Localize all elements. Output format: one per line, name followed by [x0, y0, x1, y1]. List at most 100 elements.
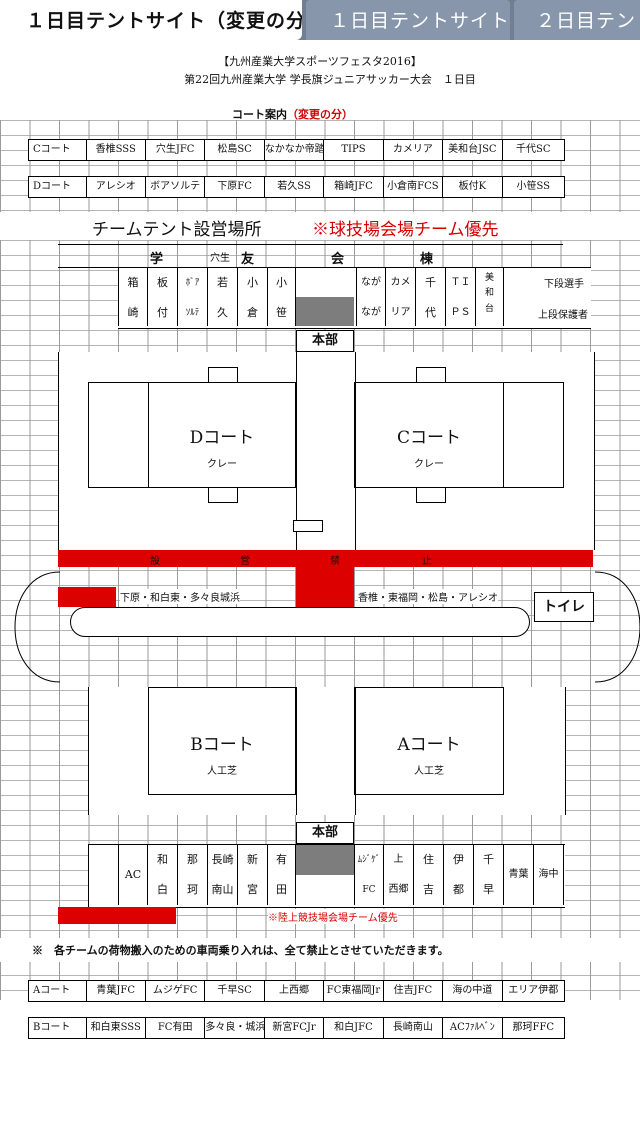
tab-day2[interactable]: ２日目テントサイト [514, 0, 640, 40]
reserved-red-center [296, 567, 354, 607]
tab-bar: １日目テントサイト（変更の分） １日目テントサイト ２日目テントサイト [0, 0, 640, 40]
court-b-team: ACﾌｧﾙﾍﾞﾝ [443, 1018, 503, 1038]
goal-d-bottom [208, 488, 238, 503]
court-c-team: 香椎SSS [87, 140, 146, 160]
court-d-team: 小倉南FCS [384, 177, 444, 197]
court-a-field: Aコート 人工芝 [354, 687, 504, 795]
goal-c [416, 367, 446, 382]
track-area [0, 567, 640, 687]
tent-slot: 海中 [534, 845, 564, 905]
court-a-team: 青葉JFC [87, 981, 146, 1001]
tent-slot-miwadai: 美和台 [476, 268, 504, 326]
court-a-team: 千早SC [205, 981, 265, 1001]
building-char: 友 [241, 252, 255, 267]
no-setup-char: 設 [150, 556, 160, 567]
court-a-team: エリア伊都 [508, 985, 559, 996]
notice-band [0, 938, 640, 962]
building-char: 会 [331, 252, 345, 267]
court-c-team: なかなか帝踏 [265, 140, 325, 160]
athletics-track [14, 571, 640, 683]
tent-priority-note: ※球技場会場チーム優先 [312, 220, 499, 240]
reserved-gray-block [296, 845, 354, 875]
building-char: 棟 [420, 252, 434, 267]
tent-slot: 青葉 [504, 845, 534, 905]
court-d-label: Dコート [29, 177, 87, 197]
tent-slot: カメリア [386, 268, 416, 326]
court-d-table: Dコート アレシオ ボアソルテ 下原FC 若久SS 箱崎JFC 小倉南FCS 板… [28, 176, 565, 198]
court-d-team: 若久SS [265, 177, 325, 197]
tent-slot: 和白 [148, 845, 178, 905]
court-c-team: 千代SC [516, 144, 551, 155]
court-b-team: 和白東SSS [87, 1018, 146, 1038]
court-b-team: 那珂FFC [512, 1022, 555, 1033]
tent-slot: AC [118, 845, 148, 905]
toilet: トイレ [534, 592, 594, 622]
legend-upper-guardians: 上段保護者 [538, 310, 588, 321]
court-b-field: Bコート 人工芝 [148, 687, 296, 795]
tent-slot: 小倉 [238, 268, 268, 326]
court-c-table: Cコート 香椎SSS 穴生JFC 松島SC なかなか帝踏 TIPS カメリア 美… [28, 139, 565, 161]
tent-slot: ﾎﾞｱｿﾙﾃ [178, 268, 208, 326]
tent-section-title: チームテント設営場所 [92, 220, 262, 240]
tent-slot: 小笹 [268, 268, 296, 326]
court-d-team: 下原FC [205, 177, 265, 197]
tent-slot: 有田 [268, 845, 296, 905]
goal-c-bottom [416, 488, 446, 503]
court-d-field: Dコート クレー [88, 382, 296, 488]
court-guide-heading: コート案内（変更の分） [232, 108, 353, 121]
vehicle-notice: ※ 各チームの荷物搬入のための車両乗り入れは、全て禁止とさせていただきます。 [32, 944, 449, 957]
tent-slot: 板付 [148, 268, 178, 326]
gate-marker [293, 520, 323, 532]
no-setup-char: 営 [240, 556, 250, 567]
tab-day1-changed[interactable]: １日目テントサイト（変更の分） [0, 0, 302, 40]
goal-d [208, 367, 238, 382]
tent-slot: 若久 [208, 268, 238, 326]
court-a-table: Aコート 青葉JFC ムジゲFC 千早SC 上西郷 FC東福岡Jr 住吉JFC … [28, 980, 565, 1002]
court-c-team: カメリア [384, 140, 444, 160]
court-d-team: 箱崎JFC [324, 177, 384, 197]
building-char: 学 [150, 252, 164, 267]
event-title: 【九州産業大学スポーツフェスタ2016】 [218, 55, 422, 68]
court-c-field: Cコート クレー [354, 382, 564, 488]
no-setup-band [58, 550, 593, 567]
building-anao-note: 穴生 [210, 253, 230, 264]
headquarters-bottom: 本部 [296, 822, 354, 844]
right-group-label: 香椎・東福岡・松島・アレシオ [358, 589, 498, 604]
tent-slot: 那珂 [178, 845, 208, 905]
court-b-team: 和白JFC [324, 1018, 384, 1038]
court-d-team: 小笹SS [516, 181, 551, 192]
left-group-label: 下原・和白東・多々良城浜 [120, 589, 240, 604]
court-c-team: 美和台JSC [443, 140, 503, 160]
court-d-team: 板付K [443, 177, 503, 197]
court-b-team: FC有田 [146, 1018, 206, 1038]
tent-slot: 新宮 [238, 845, 268, 905]
document-page: 【九州産業大学スポーツフェスタ2016】 第22回九州産業大学 学長旗ジュニアサ… [0, 40, 640, 1136]
court-d-team: アレシオ [87, 177, 146, 197]
court-b-team: 多々良・城浜 [205, 1018, 265, 1038]
court-a-team: 上西郷 [265, 981, 325, 1001]
court-c-label: Cコート [29, 140, 87, 160]
court-a-team: 海の中道 [443, 981, 503, 1001]
court-a-team: FC東福岡Jr [324, 981, 384, 1001]
no-setup-char: 止 [422, 556, 432, 567]
court-b-team: 長崎南山 [384, 1018, 444, 1038]
student-hall-strip: 学 穴生 友 会 棟 [58, 244, 563, 268]
court-c-team: TIPS [324, 140, 384, 160]
court-b-label: Bコート [29, 1018, 87, 1038]
center-walkway [296, 352, 356, 550]
tent-slot: 住吉 [414, 845, 444, 905]
no-setup-char: 禁 [330, 556, 340, 567]
tent-title-band [0, 212, 640, 240]
tent-slot: 伊都 [444, 845, 474, 905]
athletics-priority-note: ※陸上競技場会場チーム優先 [268, 909, 398, 924]
tab-day1[interactable]: １日目テントサイト [306, 0, 510, 40]
tournament-title: 第22回九州産業大学 学長旗ジュニアサッカー大会 １日目 [184, 73, 476, 86]
reserved-red-bottom [58, 907, 176, 924]
tent-slot: 上西郷 [384, 845, 414, 905]
legend-lower-players: 下段選手 [544, 279, 584, 290]
reserved-gray-block [296, 297, 354, 326]
court-b-team: 新宮FCJr [265, 1018, 325, 1038]
tent-slot: 千早 [474, 845, 504, 905]
